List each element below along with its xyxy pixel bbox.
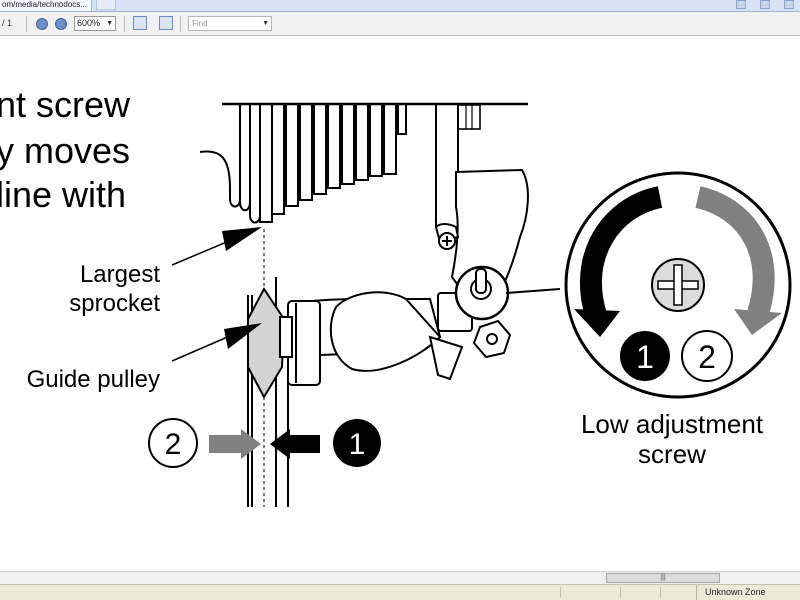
chevron-down-icon: ▼ [106,20,113,27]
toolbar-divider [26,16,27,32]
guide-pulley-label: Guide pulley [27,366,160,393]
tab-strip: om/media/technodocs... [0,0,800,12]
body-text-line: y moves [0,130,130,171]
status-divider [660,587,661,598]
find-input[interactable]: Find ▼ [188,16,272,31]
body-text-line: line with [0,174,126,215]
number-two-label: 2 [698,339,716,375]
pointer-arrows [171,227,262,362]
find-placeholder: Find [192,19,208,28]
number-two-label: 2 [165,428,182,461]
toolbar-divider [180,16,181,32]
chain-and-pulley [247,229,293,507]
zoom-value: 600% [77,18,101,28]
feeds-icon[interactable] [760,0,770,9]
horizontal-scrollbar[interactable]: ||| [0,571,800,584]
zoom-out-button[interactable] [36,18,48,30]
page-indicator: / 1 [2,18,13,28]
scrollbar-thumb[interactable]: ||| [606,573,720,583]
status-bar: Unknown Zone [0,584,800,600]
document-view: nt screw y moves line with [0,37,800,571]
new-tab-button[interactable] [96,0,116,10]
number-one-label: 1 [349,428,366,461]
status-divider [620,587,621,598]
home-icon[interactable] [736,0,746,9]
toolbar-divider [124,16,125,32]
fit-page-icon[interactable] [159,16,173,30]
sprocket-cassette [199,102,528,227]
number-one-label: 1 [636,339,654,375]
status-divider [560,587,561,598]
window-controls [736,0,794,10]
zoom-select[interactable]: 600% ▼ [74,16,116,31]
pdf-toolbar: / 1 600% ▼ Find ▼ [0,12,800,36]
derailleur-diagram: nt screw y moves line with [0,84,792,507]
chevron-down-icon: ▼ [262,20,269,27]
largest-sprocket-label: Largest [80,261,160,288]
zoom-in-button[interactable] [55,18,67,30]
print-icon[interactable] [784,0,794,9]
browser-tab[interactable]: om/media/technodocs... [0,0,92,11]
body-text-line: nt screw [0,84,131,125]
low-adjustment-label: Low adjustment [581,409,764,439]
save-icon[interactable] [133,16,147,30]
direction-arrows: 2 1 [148,418,381,468]
security-zone-label: Unknown Zone [696,585,800,600]
derailleur-body [287,168,561,386]
largest-sprocket-label: sprocket [69,290,160,317]
low-adjustment-label: screw [638,439,706,469]
screw-detail-callout: 1 2 [564,171,792,399]
